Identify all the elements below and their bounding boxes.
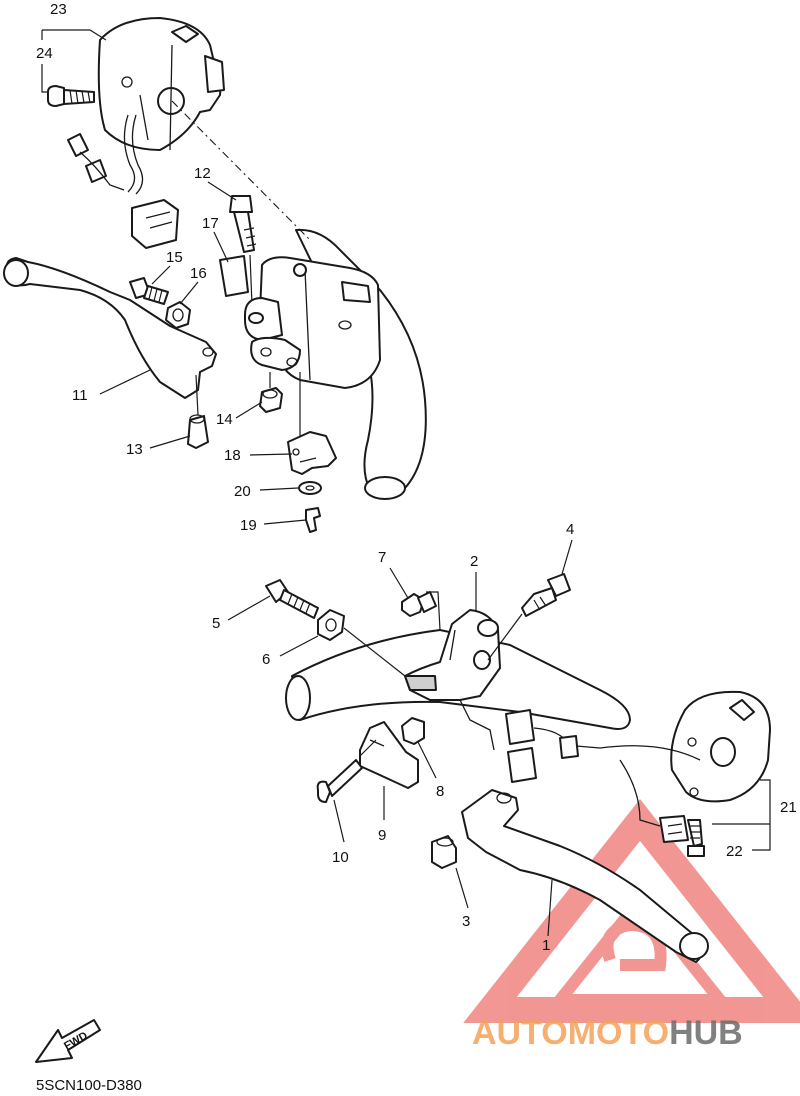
callout-21: 21	[780, 799, 797, 816]
callout-3: 3	[462, 913, 470, 930]
callout-7: 7	[378, 549, 386, 566]
part-4-bolt	[521, 573, 571, 617]
callout-13: 13	[126, 441, 143, 458]
part-23-switch-housing	[97, 17, 225, 151]
part-23-wire	[123, 114, 136, 193]
part-20-washer	[298, 481, 322, 495]
watermark-text-part2: HUB	[669, 1014, 743, 1052]
part-9-bracket	[359, 721, 419, 789]
callout-14: 14	[216, 411, 233, 428]
watermark-text: AUTOMOTOHUB	[472, 1014, 743, 1052]
master-cylinder	[244, 256, 381, 389]
callout-11: 11	[72, 387, 88, 404]
callout-9: 9	[378, 827, 386, 844]
connector-block	[131, 199, 179, 249]
part-11-brake-lever	[3, 257, 217, 399]
part-1-clutch-lever	[461, 789, 709, 963]
fwd-arrow-icon: FWD	[35, 1019, 101, 1063]
callout-1: 1	[542, 937, 550, 954]
callout-19: 19	[240, 517, 257, 534]
fwd-label: FWD	[62, 1030, 90, 1053]
centerline-upper	[171, 100, 311, 241]
callout-4: 4	[566, 521, 574, 538]
part-7-screw	[401, 591, 437, 617]
callout-12: 12	[194, 165, 211, 182]
part-6-nut	[317, 609, 345, 641]
callout-6: 6	[262, 651, 270, 668]
part-3-sleeve	[431, 835, 457, 869]
part-18-brake-switch	[287, 431, 337, 475]
connector-lower	[505, 709, 601, 783]
part-24-screw	[47, 85, 95, 107]
callout-17: 17	[202, 215, 219, 232]
watermark-text-part1: AUTOMOTO	[472, 1014, 669, 1052]
part-15-bolt	[129, 277, 169, 305]
callout-8: 8	[436, 783, 444, 800]
part-8-nut	[401, 717, 425, 745]
callout-16: 16	[190, 265, 207, 282]
callout-24: 24	[36, 45, 53, 62]
callout-22: 22	[726, 843, 743, 860]
part-19-screw	[305, 507, 321, 533]
callout-2: 2	[470, 553, 478, 570]
part-13-sleeve	[187, 414, 209, 449]
callout-15: 15	[166, 249, 183, 266]
part-16-nut	[165, 301, 191, 329]
callouts: 23 24 12 17 15 16 11 14 13 18 20 19 7 2 …	[36, 1, 797, 954]
leader-lines	[41, 29, 771, 937]
callout-18: 18	[224, 447, 241, 464]
callout-5: 5	[212, 615, 220, 632]
part-21-switch-housing	[599, 690, 771, 827]
part-17-spring	[219, 255, 249, 297]
part-12-bolt	[229, 195, 257, 253]
part-14-collar	[259, 387, 283, 413]
connector-switch	[659, 815, 689, 843]
callout-23: 23	[50, 1, 67, 18]
part-2-lever-holder	[404, 609, 501, 751]
connector-small	[67, 133, 125, 191]
part-5-bolt	[265, 579, 319, 619]
callout-20: 20	[234, 483, 251, 500]
part-22-screw	[687, 819, 705, 857]
callout-10: 10	[332, 849, 349, 866]
drawing-code: 5SCN100-D380	[36, 1077, 142, 1094]
watermark-triangle-icon	[463, 799, 800, 1023]
part-10-screw	[316, 759, 363, 803]
